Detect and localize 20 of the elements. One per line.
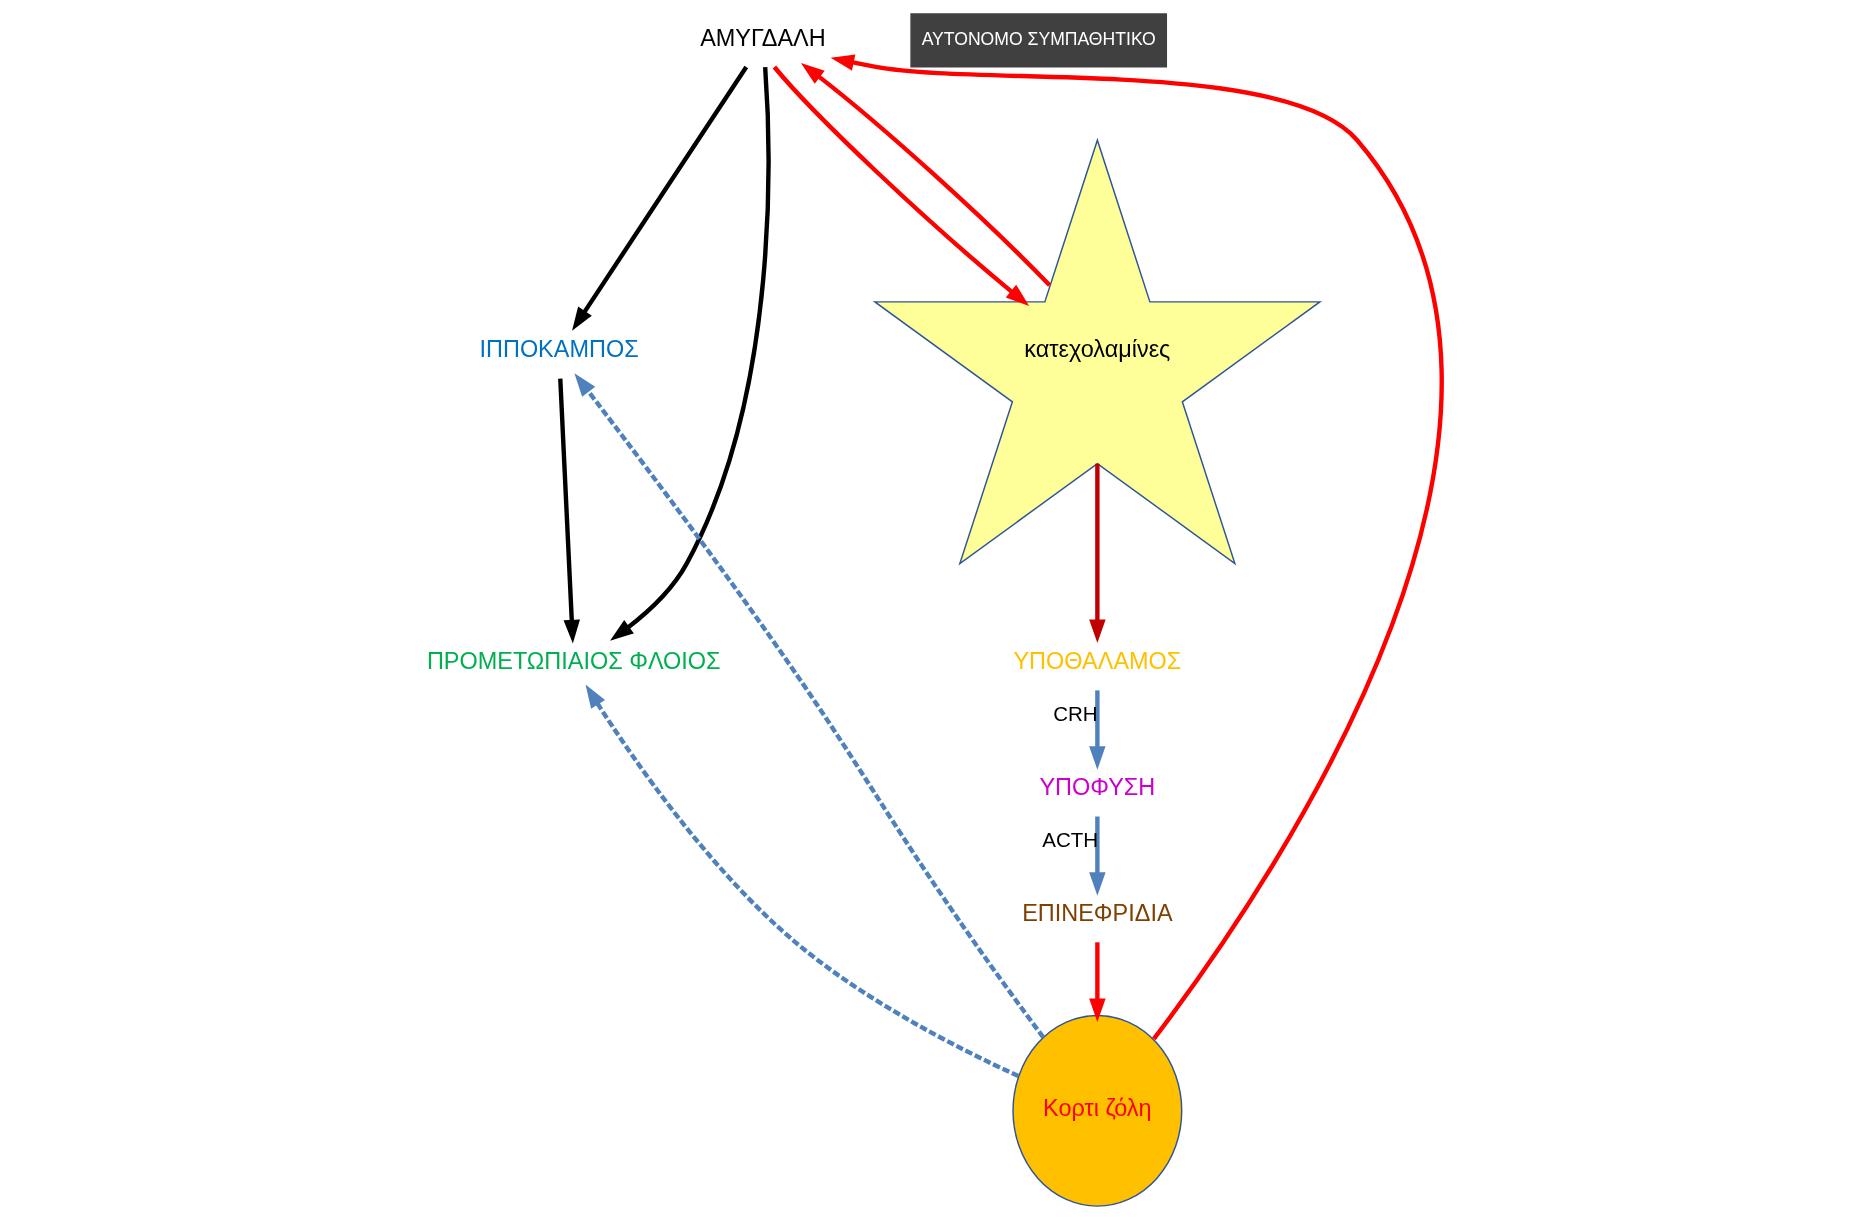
node-text: ΕΠΙΝΕΦΡΙΔΙΑ xyxy=(1022,900,1173,927)
node-box: ΑΥΤΟΝΟΜΟ ΣΥΜΠΑΘΗΤΙΚΟ xyxy=(910,13,1168,68)
arrow xyxy=(610,66,771,641)
arrow xyxy=(585,684,1020,1078)
node-text: ΙΠΠΟΚΑΜΠΟΣ xyxy=(479,336,639,363)
arrow xyxy=(800,63,1052,287)
arrow xyxy=(1089,942,1106,1023)
arrow xyxy=(1089,690,1106,770)
arrow xyxy=(1089,816,1106,896)
node-text: ΥΠΟΦΥΣΗ xyxy=(1039,774,1156,801)
node-ellipse: Κορτι ζόλη xyxy=(1012,1014,1183,1207)
arrow xyxy=(772,65,1030,306)
node-text: ΠΡΟΜΕΤΩΠΙΑΙΟΣ ΦΛΟΙΟΣ xyxy=(426,647,721,674)
node-text: ΥΠΟΘΑΛΑΜΟΣ xyxy=(1013,647,1182,674)
arrow xyxy=(558,378,580,644)
arrow xyxy=(1089,463,1106,644)
arrow xyxy=(830,54,1444,1041)
arrow xyxy=(574,373,1046,1039)
node-text: ΑΜΥΓΔΑΛΗ xyxy=(700,24,826,51)
arrow xyxy=(572,65,749,331)
